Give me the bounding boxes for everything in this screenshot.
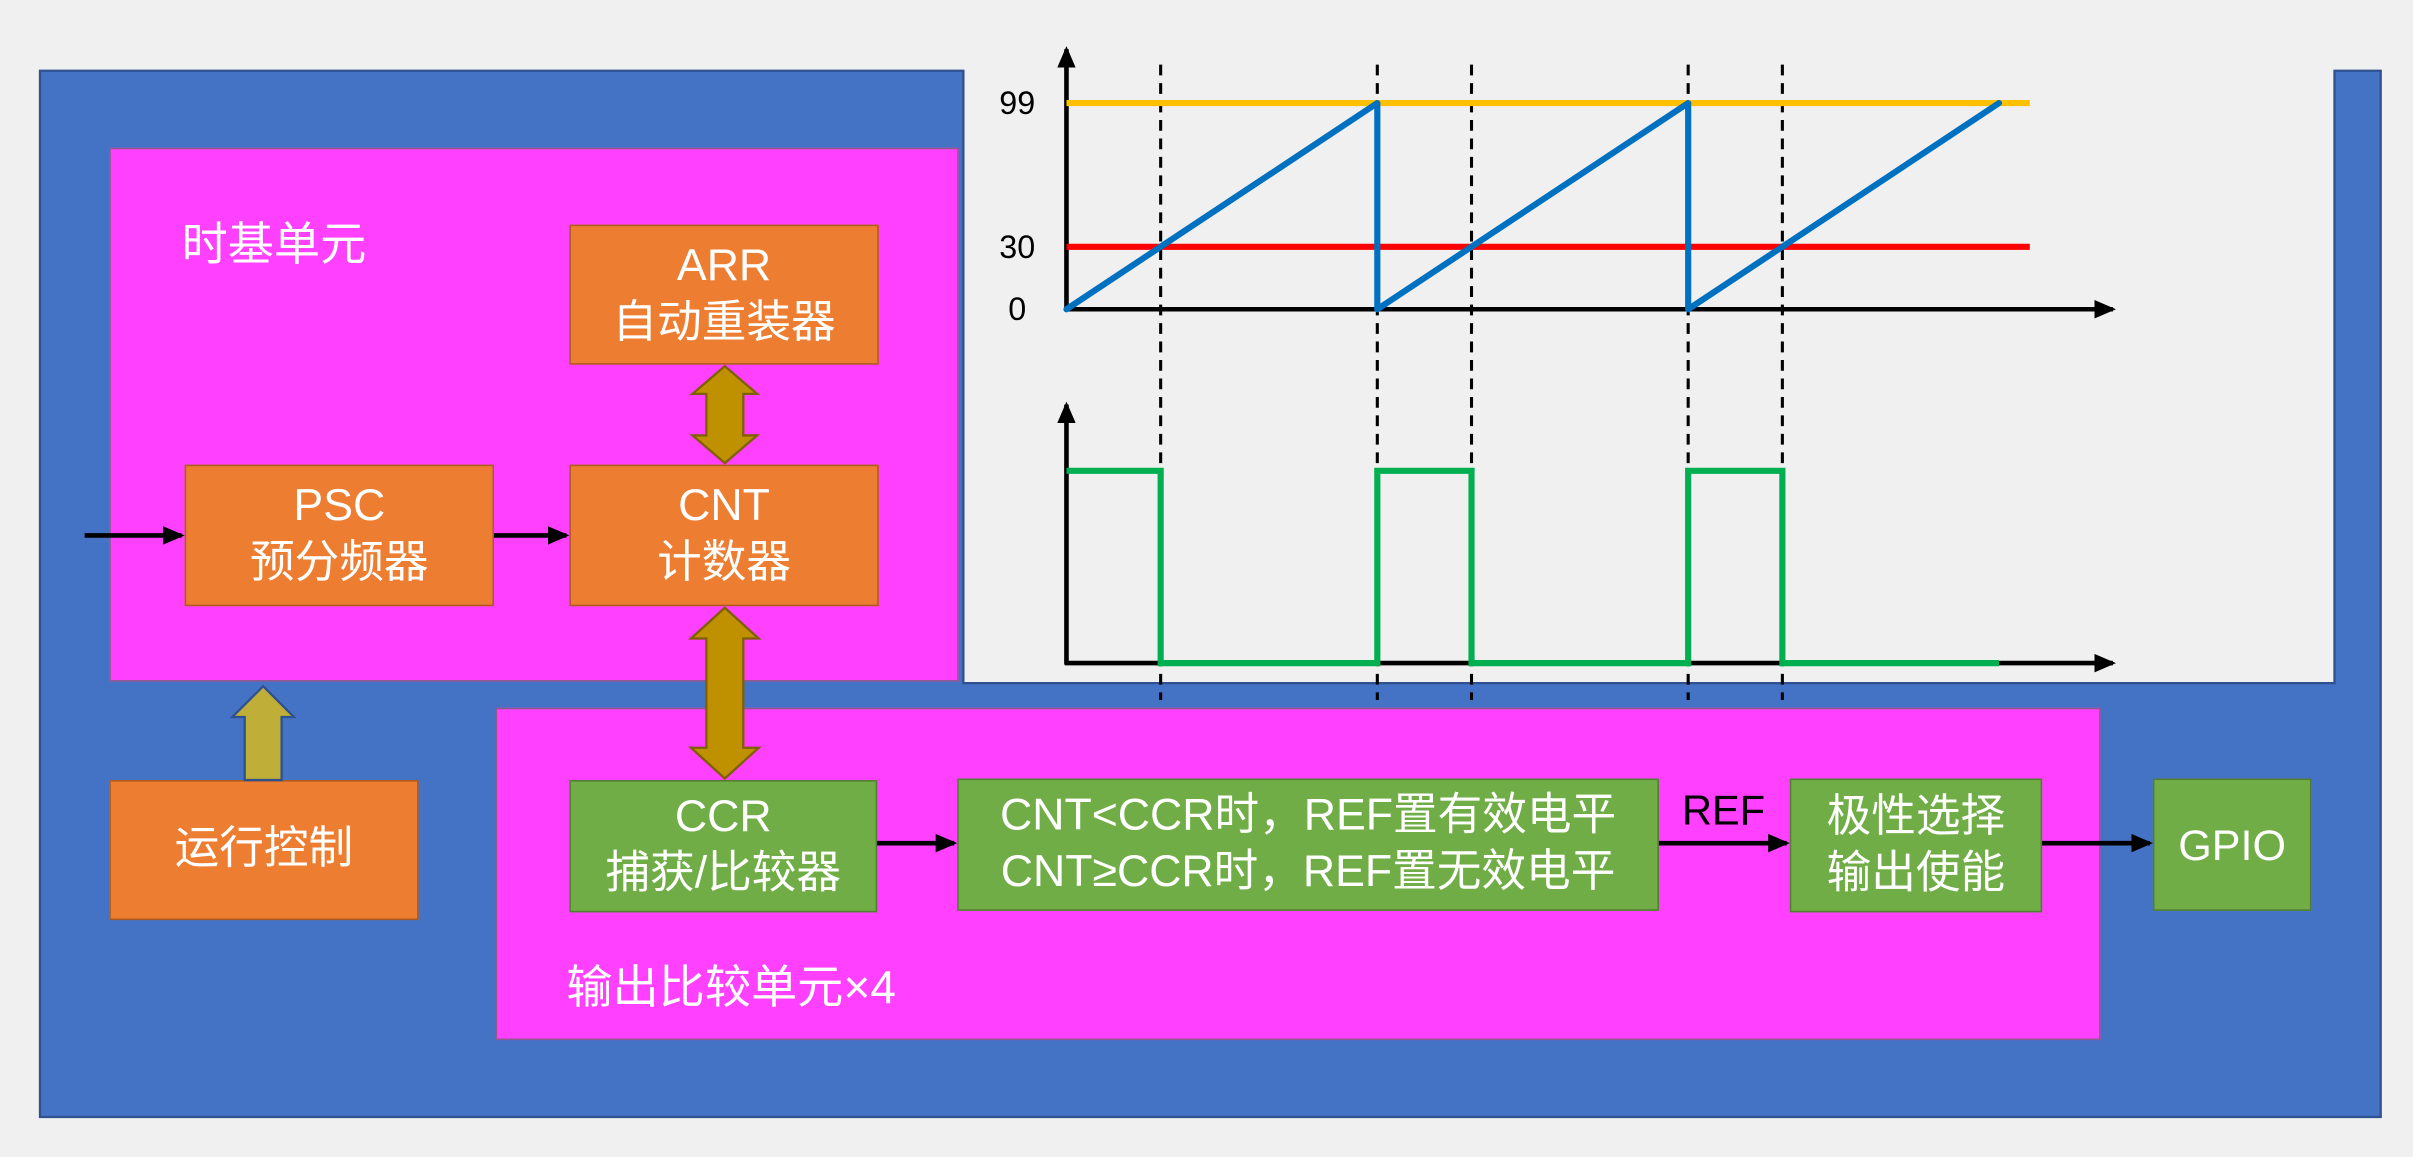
output-enable-label: 输出使能 xyxy=(1826,848,2006,898)
psc-name: PSC xyxy=(293,481,386,531)
polarity-select-label: 极性选择 xyxy=(1826,791,2006,841)
output-compare-unit-title: 输出比较单元×4 xyxy=(566,963,896,1014)
arr-auto-reload-register: ARR 自动重装器 xyxy=(569,224,879,365)
psc-label: 预分频器 xyxy=(250,538,429,588)
time-base-unit-title: 时基单元 xyxy=(181,220,367,271)
polarity-output-enable-box: 极性选择 输出使能 xyxy=(1789,778,2043,913)
ccr-capture-compare-register: CCR 捕获/比较器 xyxy=(569,780,878,913)
cnt-counter: CNT 计数器 xyxy=(569,464,879,607)
compare-mode-box: CNT<CCR时，REF置有效电平 CNT≥CCR时，REF置无效电平 xyxy=(957,778,1659,911)
cnt-name: CNT xyxy=(678,481,770,531)
run-control-label: 运行控制 xyxy=(174,824,354,874)
compare-mode-line1: CNT<CCR时，REF置有效电平 xyxy=(999,790,1617,841)
cnt-label: 计数器 xyxy=(657,538,791,588)
compare-mode-line2: CNT≥CCR时，REF置无效电平 xyxy=(1000,847,1616,897)
ccr-name: CCR xyxy=(674,792,772,842)
gpio-label: GPIO xyxy=(2178,820,2287,869)
arr-name: ARR xyxy=(676,240,772,291)
ref-signal-label: REF xyxy=(1682,787,1766,834)
ccr-label: 捕获/比较器 xyxy=(605,849,842,899)
arr-label: 自动重装器 xyxy=(612,297,836,347)
gpio-box: GPIO xyxy=(2152,778,2312,911)
run-control-box: 运行控制 xyxy=(109,780,419,921)
psc-prescaler: PSC 预分频器 xyxy=(184,464,494,607)
